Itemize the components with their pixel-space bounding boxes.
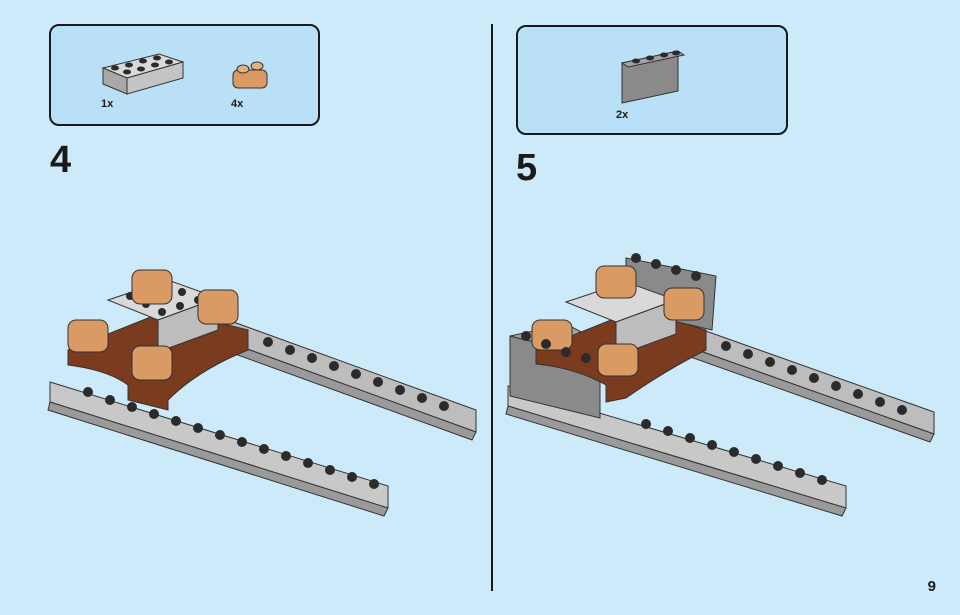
part-qty-1: 1x [101, 98, 114, 110]
dark-gray-panel-icon [620, 50, 686, 104]
part-qty-3: 2x [616, 109, 629, 121]
step-number-5: 5 [516, 147, 538, 189]
parts-callout-step-5: 2x [516, 25, 788, 135]
page-number: 9 [927, 578, 936, 595]
step-divider [491, 24, 493, 591]
step-4-model-illustration [47, 269, 477, 517]
step-number-4: 4 [50, 139, 72, 181]
part-qty-2: 4x [231, 98, 244, 110]
light-gray-2x4-brick-icon [101, 53, 185, 95]
step-5-model-illustration [505, 253, 935, 517]
nougat-round-brick-icon [232, 61, 268, 89]
parts-callout-step-4: 1x 4x [49, 24, 320, 126]
